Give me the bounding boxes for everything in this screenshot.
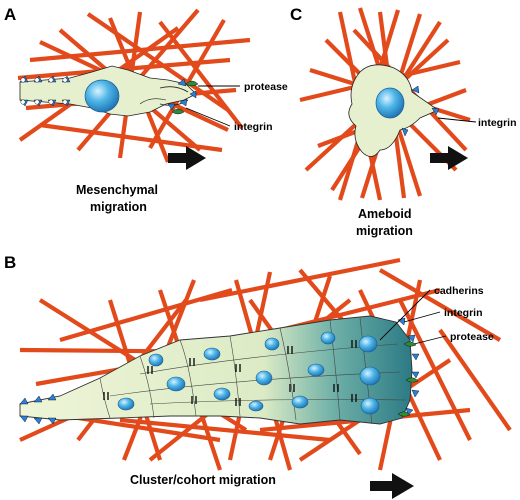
ameboid-cell <box>348 64 440 157</box>
integrin-icon <box>431 107 440 116</box>
panel-b-cadherins-label: cadherins <box>434 285 484 297</box>
nucleus-icon <box>84 79 120 113</box>
panel-b-trailing-integrins <box>19 393 57 425</box>
panel-b-letter: B <box>4 253 16 272</box>
cell-cluster <box>19 315 413 425</box>
nucleus-icon <box>375 87 405 119</box>
panel-a-trailing-integrins <box>19 75 71 107</box>
panel-c-integrin-label: integrin <box>478 117 517 129</box>
panel-a-leading-receptors <box>167 78 199 115</box>
panel-c: C integrin Ameboid migration <box>290 5 517 238</box>
panel-b-integrin-label: integrin <box>444 307 483 319</box>
protease-icon <box>403 341 417 347</box>
panel-a-protease-label: protease <box>244 81 288 93</box>
panel-c-direction-arrow-icon <box>430 146 468 170</box>
panel-b-direction-arrow-icon <box>370 473 414 499</box>
panel-c-caption-line1: Ameboid <box>358 207 411 221</box>
panel-a-integrin-label: integrin <box>234 121 273 133</box>
panel-c-letter: C <box>290 5 302 24</box>
panel-a-caption-line2: migration <box>90 200 147 214</box>
panel-a-letter: A <box>4 5 16 24</box>
panel-b-caption: Cluster/cohort migration <box>130 473 276 487</box>
panel-a-direction-arrow-icon <box>168 146 206 170</box>
panel-a: A <box>4 5 288 214</box>
panel-c-caption-line2: migration <box>356 224 413 238</box>
panel-b-protease-label: protease <box>450 331 494 343</box>
panel-a-caption-line1: Mesenchymal <box>76 183 158 197</box>
protease-icon <box>185 80 199 87</box>
panel-b: B <box>4 253 512 499</box>
